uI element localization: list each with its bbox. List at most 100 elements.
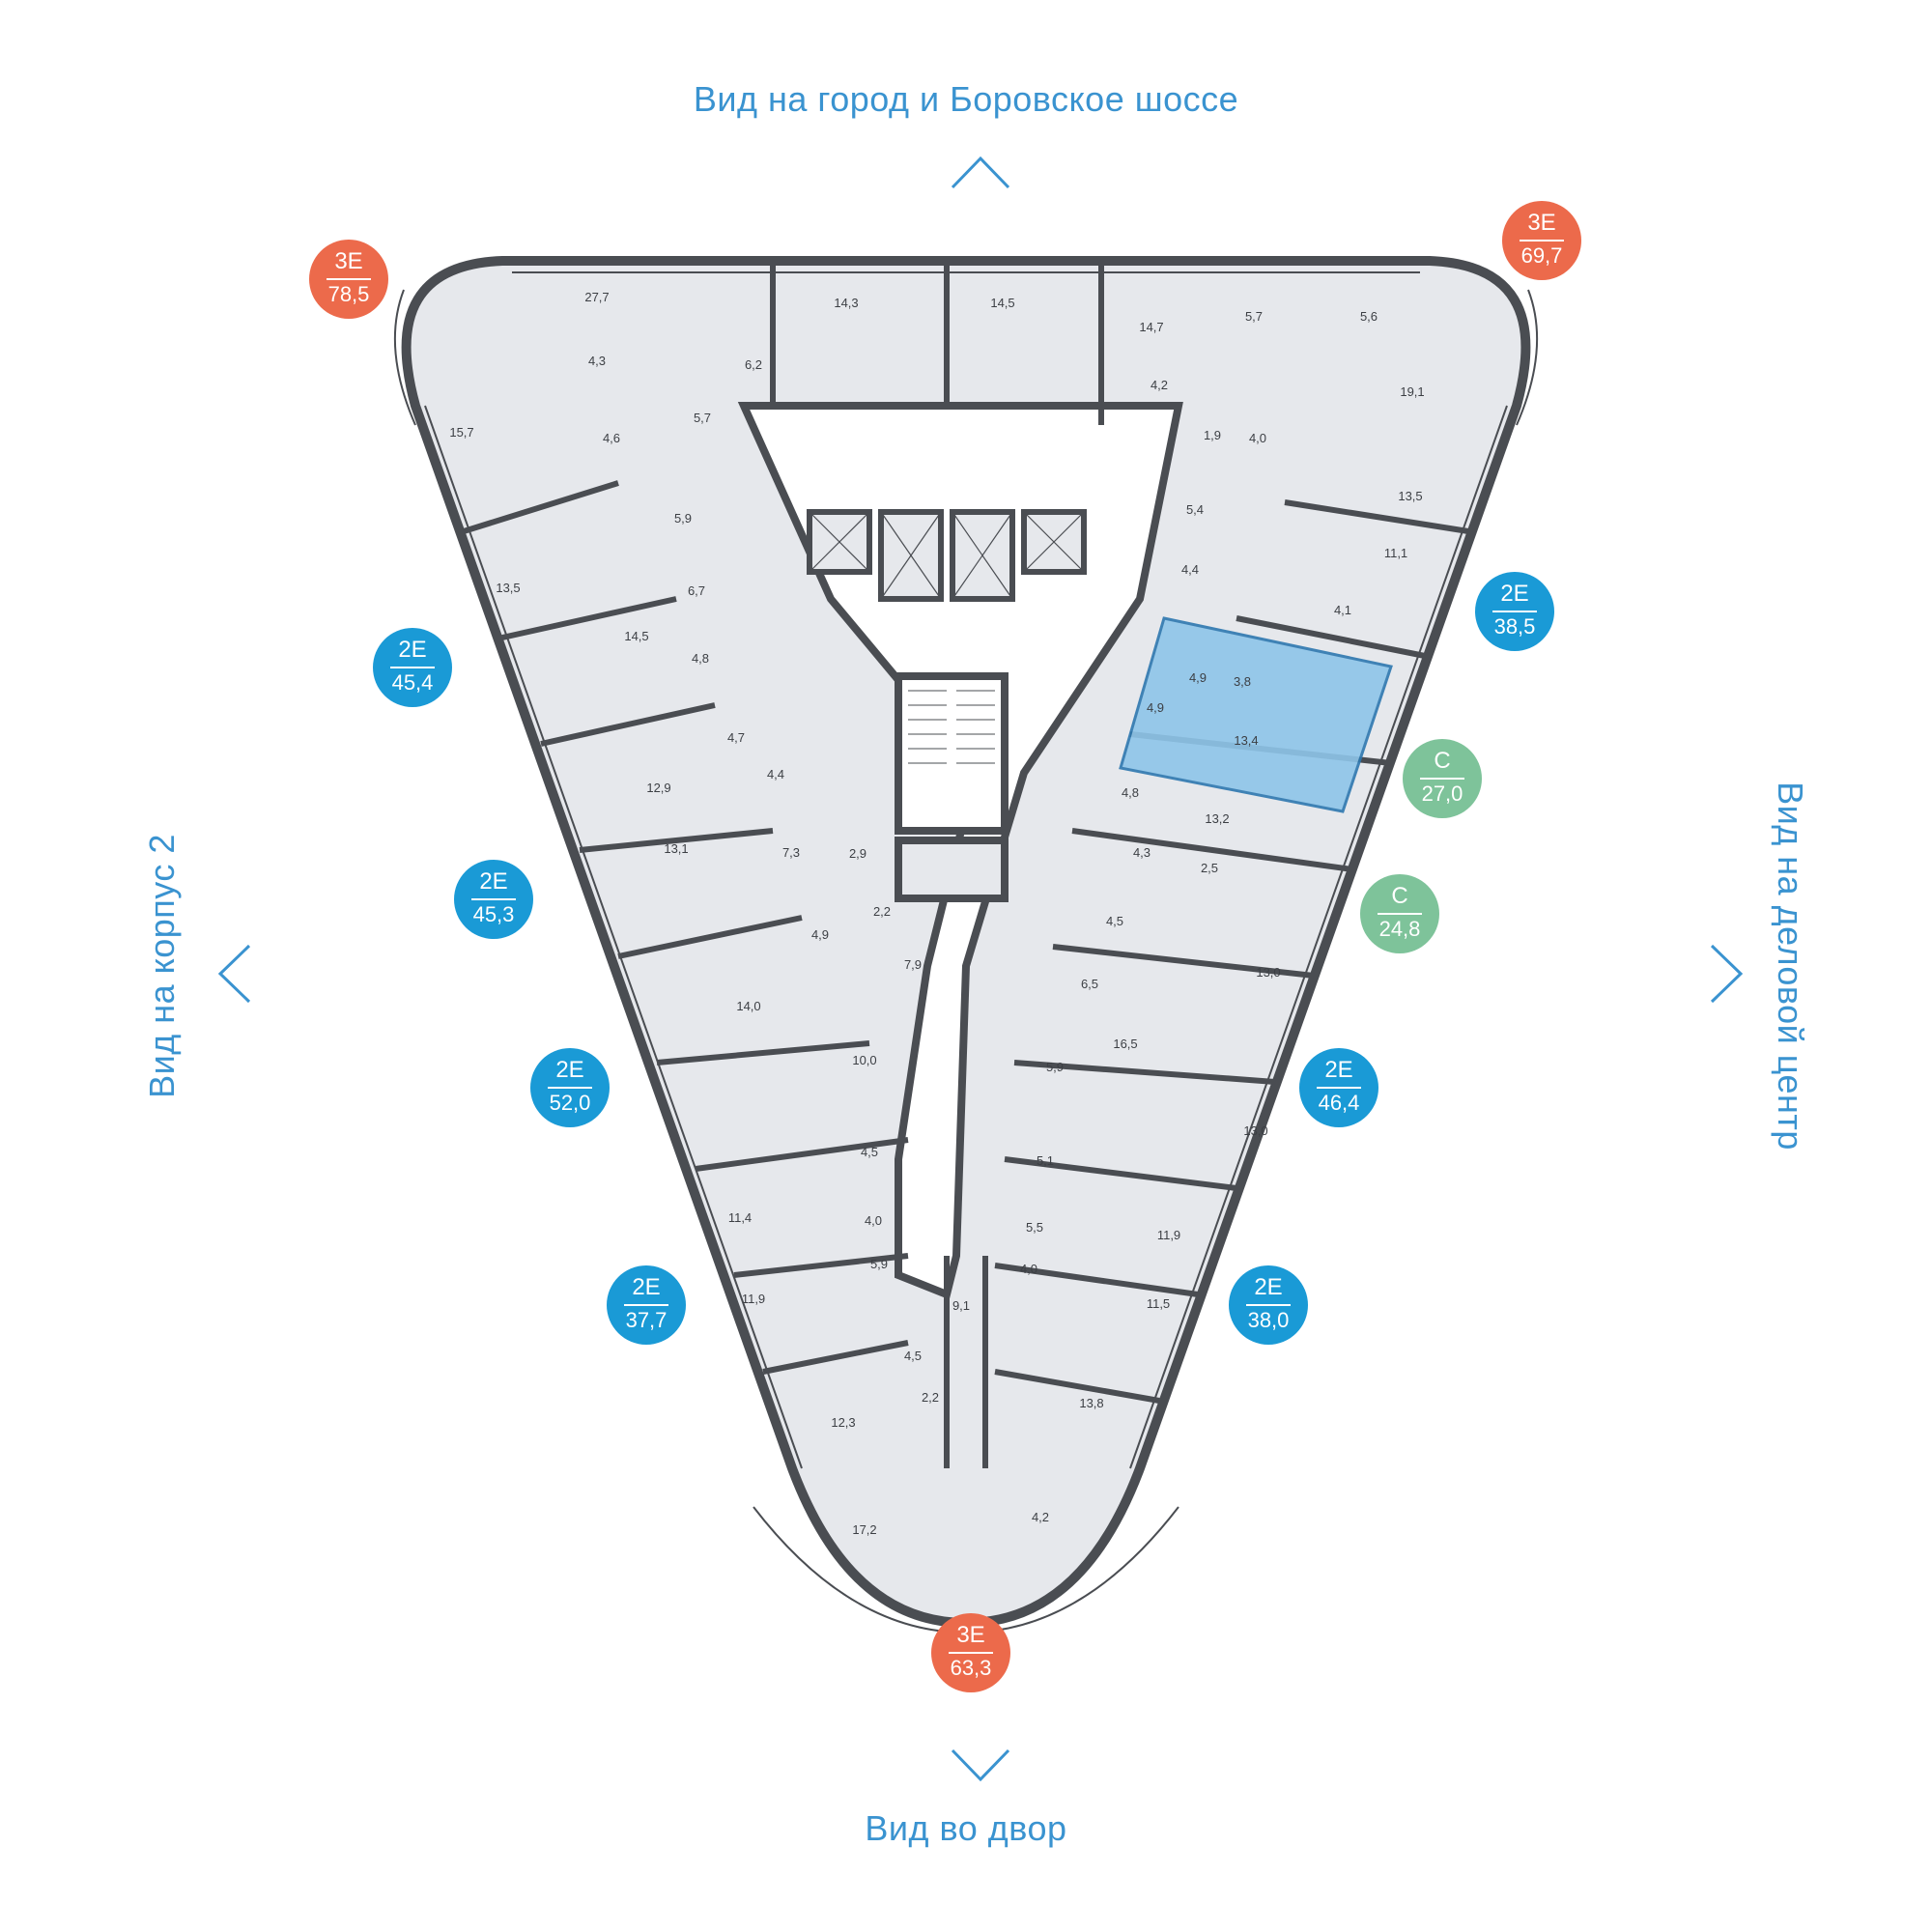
room-area-label: 19,1 (1400, 384, 1424, 399)
room-area-label: 14,3 (834, 296, 858, 310)
apartment-type: 2Е (1254, 1274, 1283, 1300)
apartment-area: 46,4 (1318, 1091, 1360, 1115)
room-area-label: 14,0 (736, 999, 760, 1013)
room-area-label: 5,5 (1026, 1220, 1043, 1235)
room-area-label: 13,0 (1243, 1123, 1267, 1138)
selected-unit-27-0 (1119, 616, 1393, 813)
view-label-bottom: Вид во двор (865, 1808, 1067, 1848)
apartment-type: 2Е (398, 637, 427, 663)
room-area-label: 13,5 (1398, 489, 1422, 503)
apartment-badge[interactable]: 3Е 78,5 (309, 240, 388, 319)
room-area-label: 4,6 (603, 431, 620, 445)
badge-divider (548, 1087, 592, 1089)
room-area-label: 13,5 (496, 581, 520, 595)
badge-divider (1420, 778, 1464, 780)
room-area-label: 1,9 (1204, 428, 1221, 442)
apartment-type: 2Е (1500, 581, 1529, 607)
room-area-label: 4,5 (1106, 914, 1123, 928)
badge-divider (1246, 1304, 1291, 1306)
apartment-badge[interactable]: 2Е 46,4 (1299, 1048, 1378, 1127)
room-area-label: 4,4 (1181, 562, 1199, 577)
room-area-label: 11,9 (742, 1292, 765, 1306)
badge-divider (1378, 913, 1422, 915)
apartment-type: 2Е (632, 1274, 661, 1300)
view-label-top: Вид на город и Боровское шоссе (693, 79, 1239, 119)
apartment-type: 3Е (334, 248, 363, 274)
room-area-label: 4,4 (767, 767, 784, 781)
apartment-area: 45,4 (391, 670, 434, 695)
room-area-label: 11,1 (1384, 546, 1407, 560)
room-area-label: 4,9 (1147, 700, 1164, 715)
room-area-label: 5,9 (674, 511, 692, 526)
facade-windows (424, 271, 1508, 1469)
room-area-label: 4,2 (1032, 1510, 1049, 1524)
room-area-label: 6,5 (1081, 977, 1098, 991)
apartment-badge[interactable]: 2Е 52,0 (530, 1048, 610, 1127)
room-area-label: 7,9 (904, 957, 922, 972)
room-area-label: 4,9 (811, 927, 829, 942)
room-area-label: 14,7 (1139, 320, 1163, 334)
badge-divider (1492, 611, 1537, 612)
stairwell (895, 672, 1009, 835)
chevron-left-icon[interactable] (216, 944, 251, 1004)
badge-divider (471, 898, 516, 900)
chevron-down-icon[interactable] (951, 1748, 1010, 1783)
room-area-label: 13,1 (664, 841, 688, 856)
room-area-label: 7,3 (782, 845, 800, 860)
apartment-badge[interactable]: 2Е 38,0 (1229, 1265, 1308, 1345)
apartment-type: С (1434, 748, 1451, 774)
chevron-up-icon[interactable] (951, 155, 1010, 189)
room-area-label: 2,2 (873, 904, 891, 919)
room-area-label: 5,9 (870, 1257, 888, 1271)
apartment-area: 52,0 (549, 1091, 591, 1115)
room-area-label: 6,7 (688, 583, 705, 598)
room-area-label: 4,7 (727, 730, 745, 745)
apartment-badge[interactable]: 2Е 45,3 (454, 860, 533, 939)
room-area-label: 5,7 (1245, 309, 1263, 324)
apartment-type: 3Е (956, 1622, 985, 1648)
apartment-area: 78,5 (327, 282, 370, 306)
badge-divider (1317, 1087, 1361, 1089)
chevron-right-icon[interactable] (1710, 944, 1745, 1004)
room-area-label: 16,5 (1113, 1037, 1137, 1051)
room-area-label: 4,0 (1249, 431, 1266, 445)
room-area-label: 11,9 (1157, 1228, 1180, 1242)
badge-divider (327, 278, 371, 280)
apartment-area: 63,3 (950, 1656, 992, 1680)
room-area-label: 27,7 (584, 290, 609, 304)
badge-divider (949, 1652, 993, 1654)
room-area-label: 4,8 (1122, 785, 1139, 800)
room-area-label: 14,5 (624, 629, 648, 643)
room-area-label: 5,9 (1046, 1060, 1064, 1074)
room-area-label: 3,8 (1234, 674, 1251, 689)
badge-divider (390, 667, 435, 668)
room-area-label: 4,9 (1189, 670, 1207, 685)
room-area-label: 13,2 (1205, 811, 1229, 826)
apartment-type: 2Е (555, 1057, 584, 1083)
badge-divider (624, 1304, 668, 1306)
room-area-label: 2,9 (849, 846, 867, 861)
room-area-label: 11,5 (1147, 1296, 1170, 1311)
room-area-label: 12,9 (646, 781, 670, 795)
room-area-label: 13,4 (1234, 733, 1258, 748)
room-area-label: 5,7 (694, 411, 711, 425)
apartment-badge[interactable]: 2Е 45,4 (373, 628, 452, 707)
room-area-label: 4,0 (1020, 1262, 1037, 1276)
apartment-type: 3Е (1527, 210, 1556, 236)
room-area-label: 13,8 (1079, 1396, 1103, 1410)
room-area-label: 10,0 (852, 1053, 876, 1067)
apartment-type: 2Е (479, 868, 508, 895)
room-area-label: 4,3 (1133, 845, 1151, 860)
apartment-area: 45,3 (472, 902, 515, 926)
room-area-label: 4,8 (692, 651, 709, 666)
apartment-type: 2Е (1324, 1057, 1353, 1083)
apartment-badge[interactable]: 3Е 63,3 (931, 1613, 1010, 1692)
room-area-label: 15,7 (449, 425, 473, 440)
apartment-area: 38,0 (1247, 1308, 1290, 1332)
